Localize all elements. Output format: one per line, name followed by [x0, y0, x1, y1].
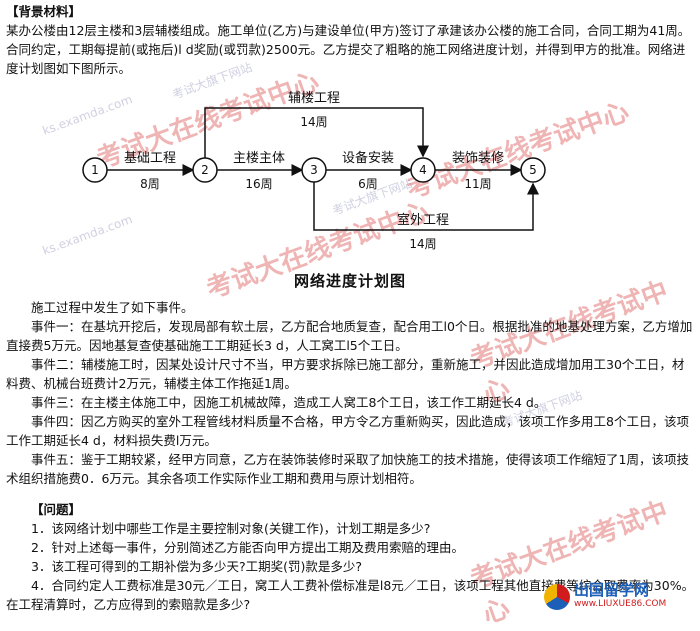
node-1-label: 1 [91, 163, 99, 177]
activity-name: 装饰装修 [452, 151, 504, 166]
event-4: 事件四：因乙方购买的室外工程管线材料质量不合格，甲方令乙方重新购买，因此造成，该… [6, 414, 689, 448]
logo-name: 出国留学网 [574, 581, 650, 599]
node-4 [410, 157, 436, 183]
activity-duration: 6周 [358, 177, 378, 191]
activity-name: 设备安装 [342, 150, 394, 166]
activity-duration: 14周 [300, 115, 327, 129]
events-lead: 施工过程中发生了如下事件。 [31, 300, 194, 315]
intro-paragraph: 某办公楼由12层主楼和3层辅楼组成。施工单位(乙方)与建设单位(甲方)签订了承建… [6, 23, 691, 76]
event-3: 事件三：在主楼主体施工中，因施工机械故障，造成工人窝工8个工日，该工作工期延长4… [31, 395, 547, 410]
question-1: 1．该网络计划中哪些工作是主要控制对象(关键工作)，计划工期是多少? [31, 521, 431, 536]
activity-name: 主楼主体 [233, 151, 285, 166]
question-3: 3．该工程可得到的工期补偿为多少天?工期奖(罚)款是多少? [31, 559, 362, 574]
events-section: 施工过程中发生了如下事件。 事件一：在基坑开挖后，发现局部有软土层，乙方配合地质… [6, 298, 696, 488]
activity-name: 室外工程 [397, 212, 449, 228]
network-diagram: 1 2 3 4 5 基础工程 8周 主楼主体 16周 设备安装 6周 装饰装修 … [82, 91, 546, 251]
node-5-label: 5 [529, 163, 537, 177]
section-title: 【背景材料】 [6, 4, 82, 19]
activity-duration: 16周 [245, 177, 272, 191]
question-2: 2．针对上述每一事件，分别简述乙方能否向甲方提出工期及费用索赔的理由。 [31, 540, 464, 555]
activity-duration: 11周 [464, 177, 491, 191]
questions-section: 【问题】 1．该网络计划中哪些工作是主要控制对象(关键工作)，计划工期是多少? … [6, 500, 696, 614]
arrow-2-4 [204, 107, 429, 158]
activity-duration: 8周 [140, 177, 160, 191]
background-section: 【背景材料】 某办公楼由12层主楼和3层辅楼组成。施工单位(乙方)与建设单位(甲… [6, 2, 696, 78]
questions-title: 【问题】 [31, 502, 82, 517]
site-logo: 出国留学网 www.LIUXUE86.COM [544, 581, 694, 613]
arrow-3-5 [313, 182, 539, 231]
event-5: 事件五：鉴于工期较紧，经甲方同意，乙方在装饰装修时采取了加快施工的技术措施，使得… [6, 452, 689, 486]
logo-url: www.LIUXUE86.COM [574, 599, 667, 609]
event-1: 事件一：在基坑开挖后，发现局部有软土层，乙方配合地质复查，配合用工l0个日。根据… [6, 319, 693, 353]
activity-name: 辅楼工程 [288, 91, 340, 106]
node-2 [192, 157, 218, 183]
event-2: 事件二：辅楼施工时，因某处设计尺寸不当，甲方要求拆除已施工部分，重新施工，并因此… [6, 357, 685, 391]
question-4: 4．合同约定人工费标准是30元／工日，窝工人工费补偿标准是l8元／工日，该项工程… [6, 578, 695, 612]
activity-name: 基础工程 [124, 151, 176, 166]
node-4-label: 4 [419, 163, 427, 177]
node-2-label: 2 [201, 163, 209, 177]
diagram-caption: 网络进度计划图 [293, 272, 406, 290]
node-3-label: 3 [310, 163, 318, 177]
node-3 [301, 157, 327, 183]
activity-duration: 14周 [409, 237, 436, 251]
logo-globe-icon [544, 584, 570, 610]
node-1 [82, 157, 108, 183]
node-5 [520, 157, 546, 183]
